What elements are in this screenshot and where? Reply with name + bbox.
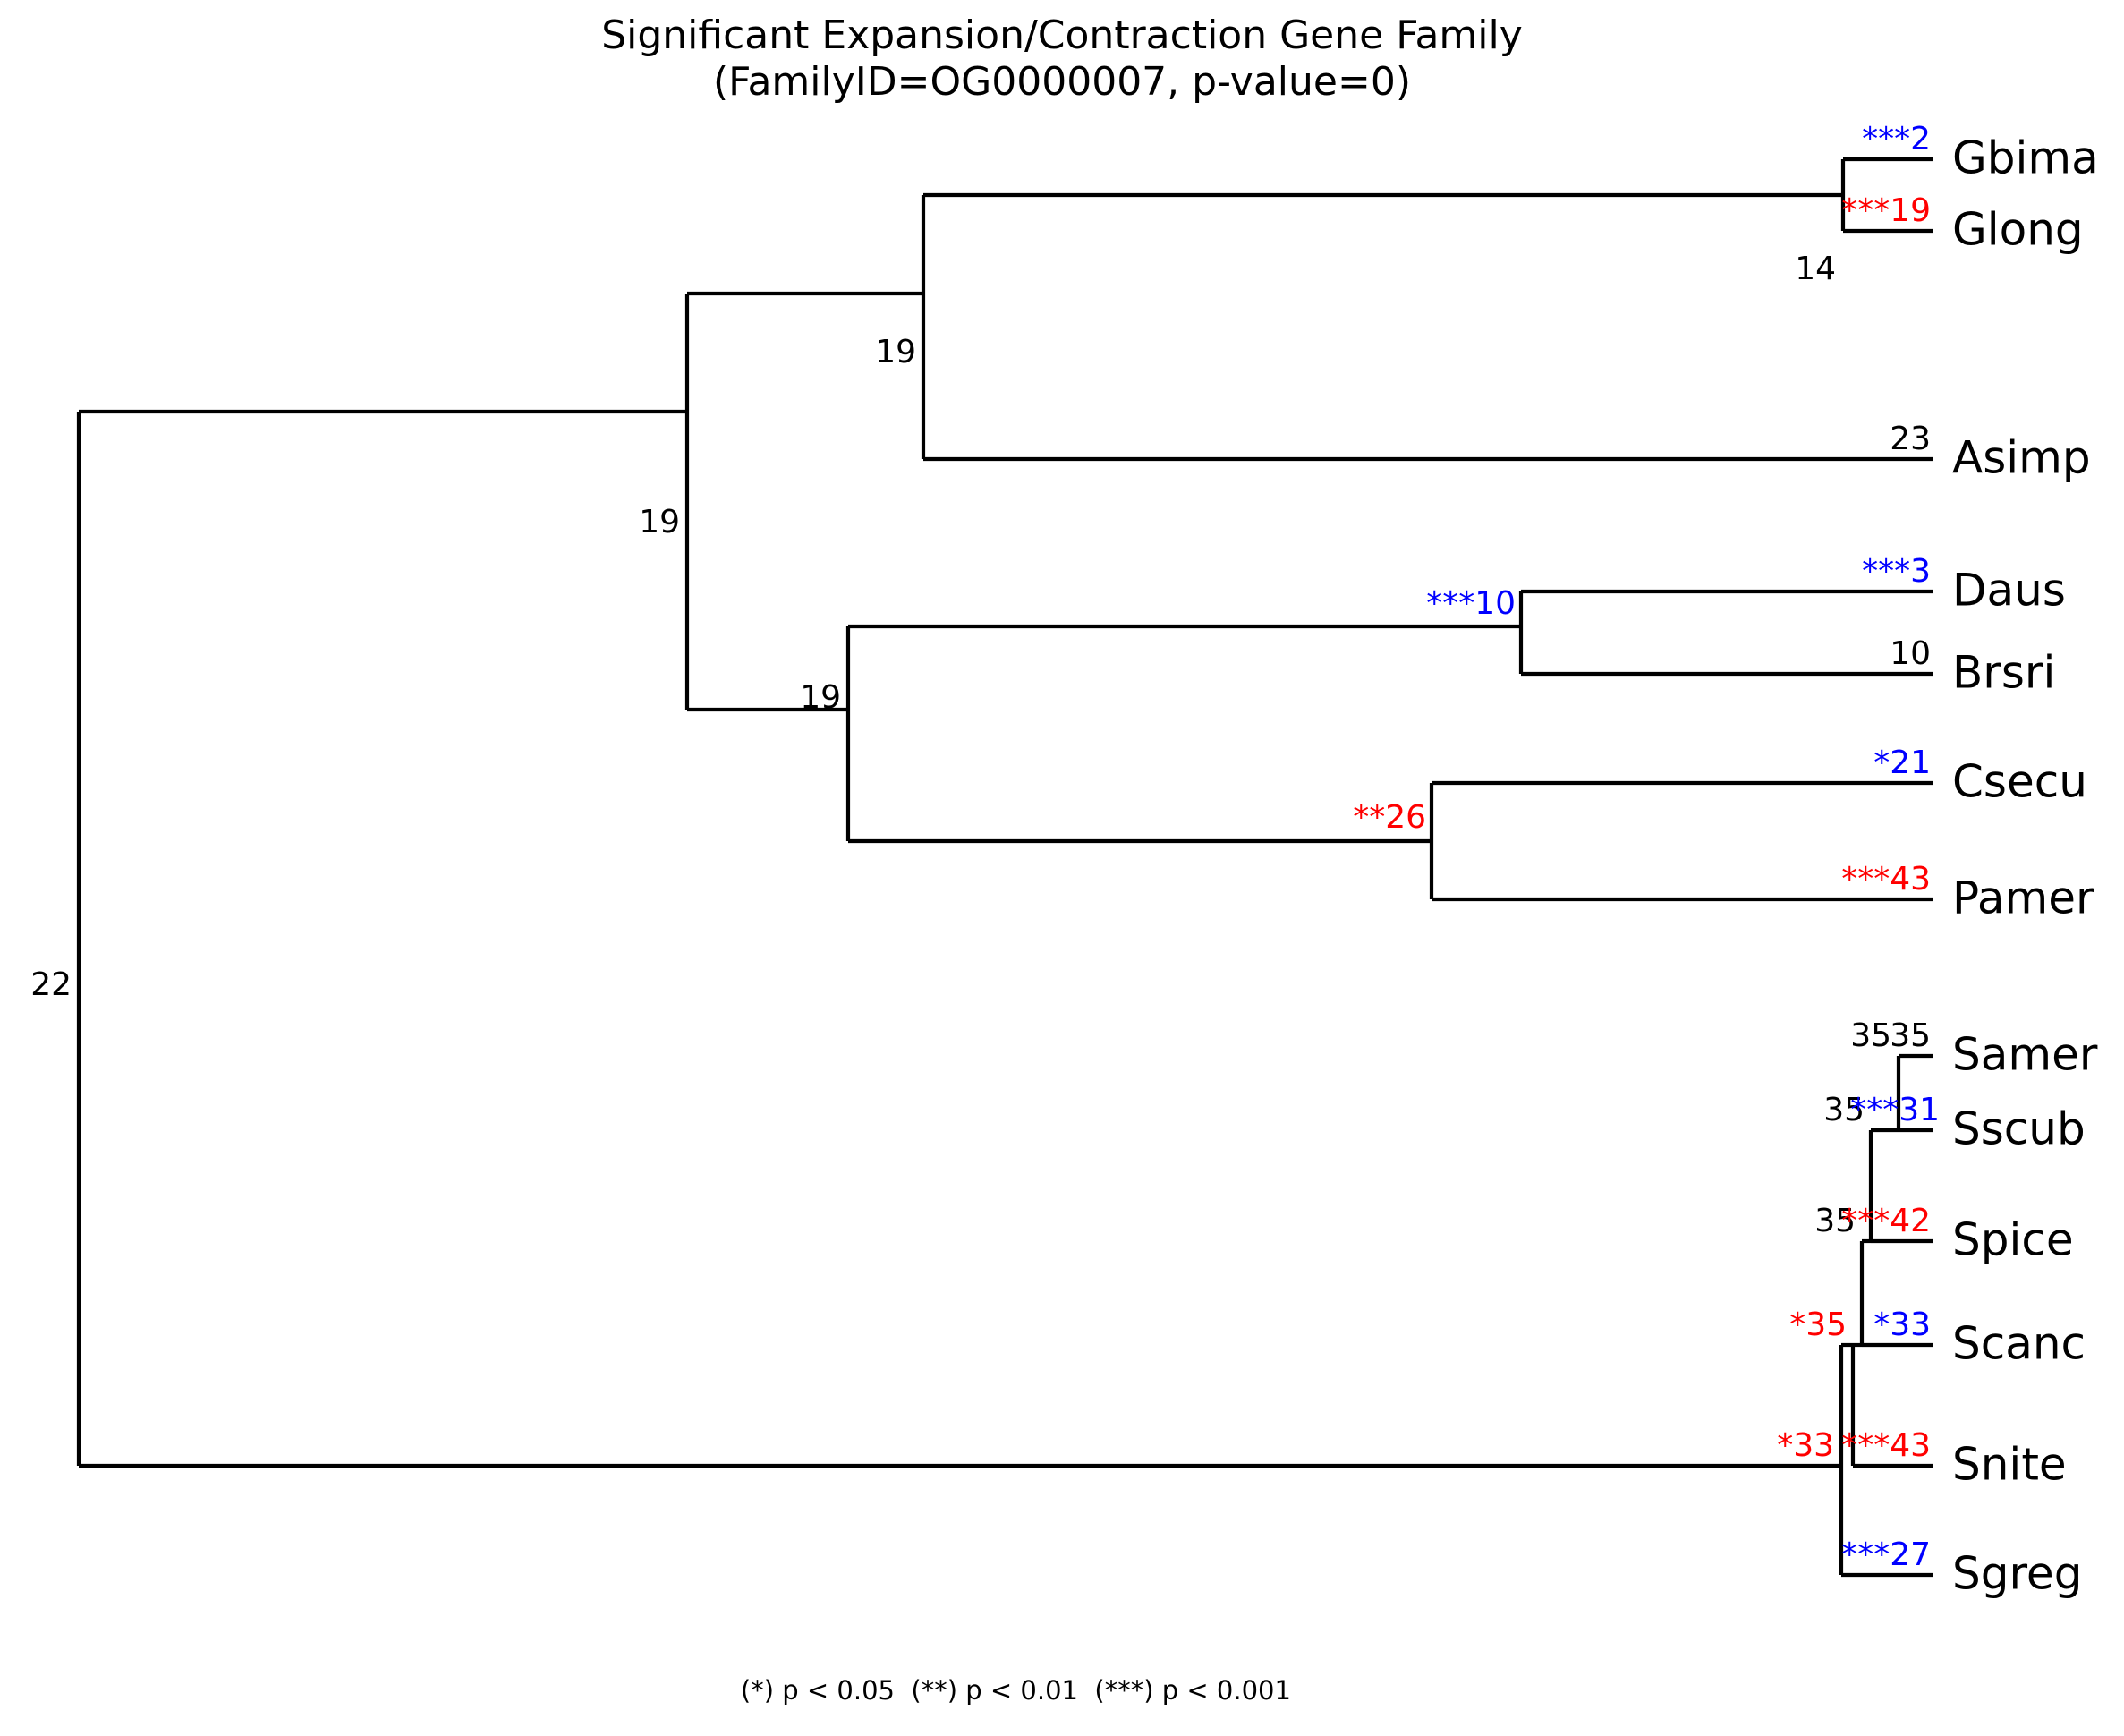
leaf-value-sscub: ***31 xyxy=(1850,1092,1940,1128)
significance-legend: (*) p < 0.05 (**) p < 0.01 (***) p < 0.0… xyxy=(0,1645,2124,1736)
title-line-2: (FamilyID=OG0000007, p-value=0) xyxy=(713,58,1411,105)
leaf-value-glong: ***19 xyxy=(1841,192,1931,229)
node-value-ssp-scanc: 35 xyxy=(1814,1203,1856,1239)
leaf-value-daus: ***3 xyxy=(1862,553,1931,590)
node-value-sss-snite: *35 xyxy=(1789,1306,1847,1343)
leaf-value-brsri: 10 xyxy=(1890,635,1931,672)
leaf-label-gbima: Gbima xyxy=(1952,132,2099,184)
node-value-ss-spice: 35 xyxy=(1823,1092,1865,1128)
leaf-label-spice: Spice xyxy=(1952,1214,2074,1266)
leaf-label-asimp: Asimp xyxy=(1952,432,2091,484)
node-value-clade-mid: 19 xyxy=(800,679,841,716)
leaf-value-samer: 35 xyxy=(1890,1017,1931,1054)
leaf-label-glong: Glong xyxy=(1952,204,2084,256)
leaf-label-csecu: Csecu xyxy=(1952,756,2087,808)
leaf-label-sscub: Sscub xyxy=(1952,1103,2086,1155)
leaf-label-brsri: Brsri xyxy=(1952,647,2055,699)
leaf-value-pamer: ***43 xyxy=(1841,861,1931,898)
leaf-value-spice: ***42 xyxy=(1841,1203,1931,1239)
leaf-value-scanc: *33 xyxy=(1873,1306,1931,1343)
node-value-csecu-pamer: **26 xyxy=(1353,799,1426,836)
leaf-value-gbima: ***2 xyxy=(1862,121,1931,157)
leaf-label-scanc: Scanc xyxy=(1952,1318,2086,1370)
leaf-value-sgreg: ***27 xyxy=(1841,1536,1931,1573)
node-value-samer-sscub: 35 xyxy=(1850,1017,1891,1054)
leaf-label-samer: Samer xyxy=(1952,1029,2098,1081)
leaf-label-snite: Snite xyxy=(1952,1439,2067,1491)
leaf-value-asimp: 23 xyxy=(1890,421,1931,457)
title-line-1: Significant Expansion/Contraction Gene F… xyxy=(601,13,1523,58)
leaf-value-snite: ***43 xyxy=(1841,1427,1931,1464)
node-value-clade-upper: 19 xyxy=(639,504,680,540)
node-value-gbima-glong: 14 xyxy=(1795,251,1836,287)
page-title: Significant Expansion/Contraction Gene F… xyxy=(0,13,2124,106)
significance-legend-text: (*) p < 0.05 (**) p < 0.01 (***) p < 0.0… xyxy=(740,1675,1291,1706)
node-value-daus-brsri: ***10 xyxy=(1426,585,1516,622)
leaf-value-csecu: *21 xyxy=(1873,745,1931,781)
leaf-label-daus: Daus xyxy=(1952,565,2066,617)
leaf-label-sgreg: Sgreg xyxy=(1952,1548,2082,1600)
leaf-label-pamer: Pamer xyxy=(1952,872,2094,924)
node-value-clade-lower: *33 xyxy=(1777,1427,1834,1464)
node-value-root: 22 xyxy=(30,966,72,1003)
node-value-gg-asimp: 19 xyxy=(875,334,916,370)
